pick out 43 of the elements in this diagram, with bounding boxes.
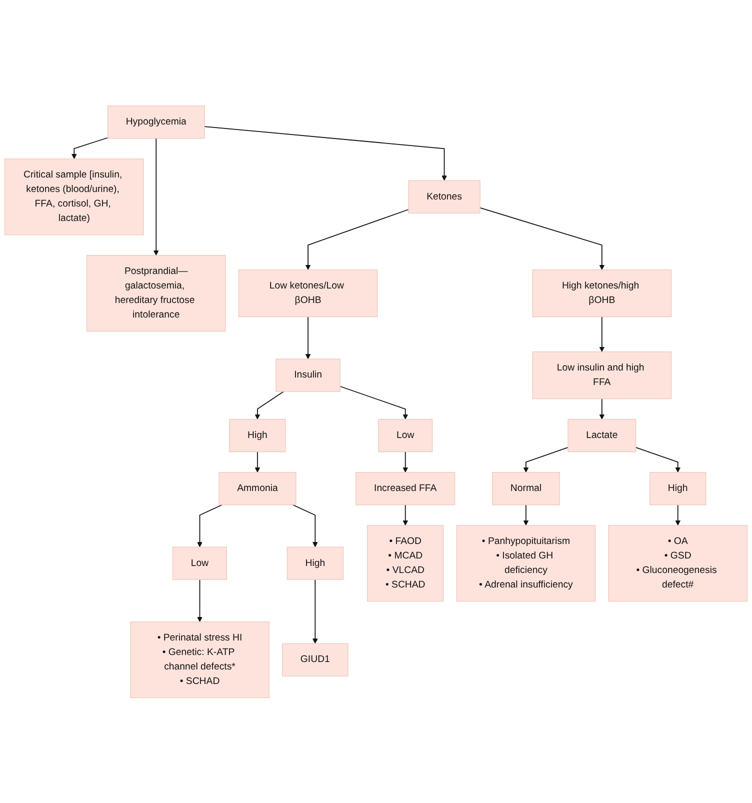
arrow xyxy=(305,316,311,359)
node-box: • FAOD • MCAD • VLCAD • SCHAD xyxy=(367,524,444,602)
node-box: Low xyxy=(378,418,433,452)
arrow xyxy=(312,578,318,644)
node-box: Insulin xyxy=(276,358,340,392)
arrow xyxy=(635,446,680,472)
arrow xyxy=(292,504,318,548)
node-box: Low insulin and high FFA xyxy=(532,351,672,399)
node-box: High xyxy=(286,546,344,580)
arrow xyxy=(197,578,202,622)
node-box: High ketones/high βOHB xyxy=(532,269,672,317)
node-box: High xyxy=(229,418,286,452)
arrow xyxy=(402,504,408,526)
node-box: Hypoglycemia xyxy=(107,105,205,138)
arrow xyxy=(254,390,284,420)
arrow xyxy=(153,138,159,256)
node-box: Ammonia xyxy=(218,472,296,505)
node-box: High xyxy=(650,472,706,505)
arrow xyxy=(197,504,222,548)
arrow xyxy=(254,451,260,472)
node-box: Low xyxy=(172,546,227,580)
arrow xyxy=(675,504,680,526)
arrow xyxy=(204,126,447,181)
node-box: • Perinatal stress HI • Genetic: K-ATP channel defects* • SCHAD xyxy=(130,621,270,698)
arrow xyxy=(523,446,568,472)
node-box: Ketones xyxy=(408,180,480,214)
node-box: • OA • GSD • Gluconeogenesis defect# xyxy=(608,524,748,602)
arrow xyxy=(523,504,529,526)
arrow xyxy=(340,386,408,420)
arrow xyxy=(72,137,108,159)
arrow xyxy=(480,207,605,270)
node-box: Lactate xyxy=(568,418,636,452)
arrow xyxy=(305,208,409,270)
arrow xyxy=(599,316,605,352)
node-box: • Panhypopituitarism • Isolated GH deficiency • Adrenal insufficiency xyxy=(456,524,596,602)
node-box: Low ketones/Low βOHB xyxy=(238,269,378,317)
node-box: Normal xyxy=(492,472,560,505)
node-box: Increased FFA xyxy=(356,472,456,505)
node-box: GIUD1 xyxy=(282,642,348,676)
arrow xyxy=(402,451,408,472)
arrow xyxy=(599,398,605,420)
node-box: Postprandial—galactosemia, hereditary fructose intolerance xyxy=(86,254,226,332)
node-box: Critical sample [insulin, ketones (blood/urine), FFA, cortisol, GH, lactate) xyxy=(4,158,144,235)
